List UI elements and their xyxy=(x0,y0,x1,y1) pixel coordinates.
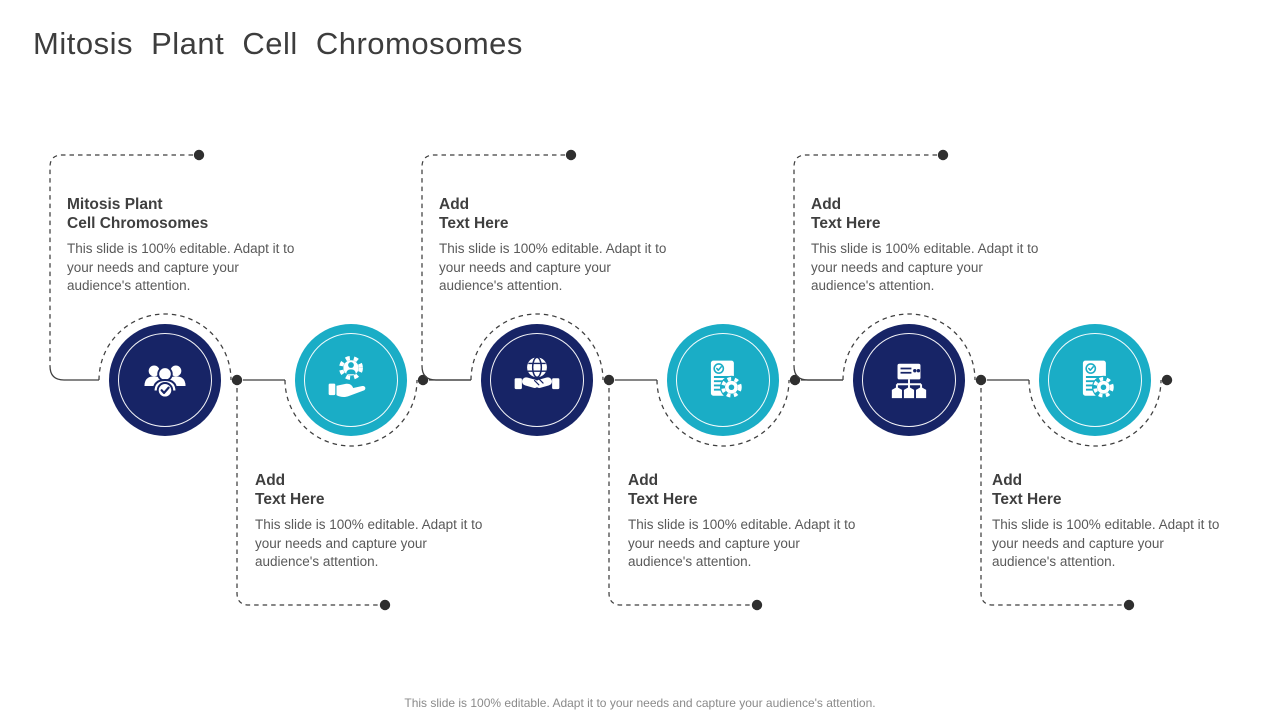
step-circle-1 xyxy=(109,324,221,436)
connector-dot xyxy=(565,149,577,161)
hand-gear-icon xyxy=(328,355,366,397)
step-title: Add Text Here xyxy=(255,472,325,508)
slide-title: Mitosis Plant Cell Chromosomes xyxy=(33,26,523,61)
document-gear-icon xyxy=(1082,360,1115,399)
connector-dot xyxy=(751,599,763,611)
step-circle-5 xyxy=(853,324,965,436)
connector-dot xyxy=(417,374,429,386)
step-body: This slide is 100% editable. Adapt it to… xyxy=(67,241,295,293)
server-cubes-icon xyxy=(891,363,927,399)
step-circle-6 xyxy=(1039,324,1151,436)
connector-dot xyxy=(789,374,801,386)
step-title: Add Text Here xyxy=(811,196,881,232)
step-body: This slide is 100% editable. Adapt it to… xyxy=(439,241,667,293)
step-title: Add Text Here xyxy=(992,472,1062,508)
step-circle-4 xyxy=(667,324,779,436)
document-gear-icon xyxy=(710,360,743,399)
handshake-globe-icon xyxy=(514,356,560,390)
step-title: Add Text Here xyxy=(439,196,509,232)
step-title: Mitosis Plant Cell Chromosomes xyxy=(67,196,209,232)
step-circle-2 xyxy=(295,324,407,436)
connector-dot xyxy=(975,374,987,386)
step-body: This slide is 100% editable. Adapt it to… xyxy=(628,517,856,569)
step-text-block-1: Mitosis Plant Cell Chromosomes This slid… xyxy=(67,195,305,296)
connector-dot xyxy=(1161,374,1173,386)
slide-footer: This slide is 100% editable. Adapt it to… xyxy=(404,696,876,710)
step-text-block-5: Add Text Here This slide is 100% editabl… xyxy=(811,195,1049,296)
step-text-block-2: Add Text Here This slide is 100% editabl… xyxy=(255,471,493,572)
team-check-icon xyxy=(144,365,186,399)
connector-dot xyxy=(231,374,243,386)
connector-dot xyxy=(937,149,949,161)
step-body: This slide is 100% editable. Adapt it to… xyxy=(811,241,1039,293)
step-body: This slide is 100% editable. Adapt it to… xyxy=(992,517,1220,569)
step-text-block-6: Add Text Here This slide is 100% editabl… xyxy=(992,471,1230,572)
connector-dot xyxy=(379,599,391,611)
connector-dot xyxy=(1123,599,1135,611)
step-title: Add Text Here xyxy=(628,472,698,508)
step-body: This slide is 100% editable. Adapt it to… xyxy=(255,517,483,569)
step-text-block-3: Add Text Here This slide is 100% editabl… xyxy=(439,195,677,296)
connector-dot xyxy=(193,149,205,161)
step-text-block-4: Add Text Here This slide is 100% editabl… xyxy=(628,471,866,572)
step-circle-3 xyxy=(481,324,593,436)
connector-dot xyxy=(603,374,615,386)
